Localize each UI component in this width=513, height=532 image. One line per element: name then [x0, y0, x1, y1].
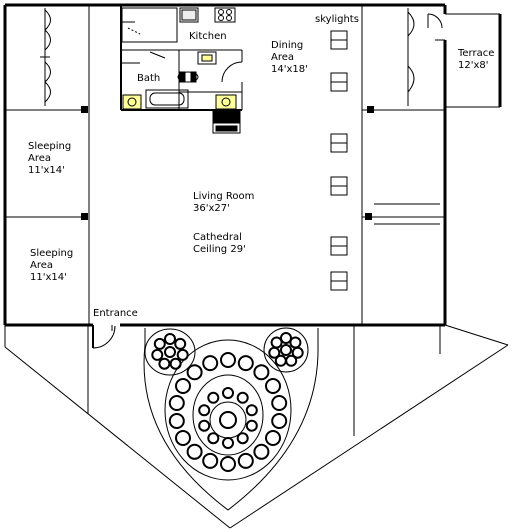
planting-cluster-left [151, 333, 189, 370]
planter-circle [291, 346, 304, 359]
dining-area-label: Dining Area 14'x18' [271, 40, 308, 75]
planter-circle [220, 352, 236, 368]
entrance-label: Entrance [93, 308, 138, 319]
terrace-label: Terrace 12'x8' [458, 48, 495, 71]
planter-circle [198, 419, 211, 432]
planter-circle [207, 432, 220, 445]
planter-circle [174, 337, 187, 350]
sleeping-area-bottom-label: Sleeping Area 11'x14' [30, 248, 74, 283]
bath-label: Bath [137, 73, 161, 84]
planter-circle [274, 354, 287, 367]
planter-circle [220, 456, 236, 472]
planter-circle [265, 378, 281, 394]
planter-circle [164, 333, 176, 345]
planter-circle [236, 391, 249, 404]
planter-circle [271, 413, 288, 429]
terrace [427, 13, 502, 108]
planter-circle [245, 419, 258, 432]
planter-circle [236, 432, 249, 445]
fireplace [212, 109, 241, 134]
planter-circle [164, 346, 176, 358]
posts [81, 106, 374, 220]
planter-circle [253, 364, 270, 381]
sleeping-area-top-label: Sleeping Area 11'x14' [28, 141, 72, 176]
planter-circle [151, 348, 164, 361]
planter-circle [186, 364, 203, 381]
planter-circle [253, 443, 270, 460]
closet-doors [40, 8, 445, 106]
planter-circle [265, 430, 281, 446]
cathedral-ceiling-label: Cathedral Ceiling 29' [193, 232, 246, 255]
planter-circle [285, 354, 298, 367]
kitchen-label: Kitchen [189, 31, 227, 42]
planter-circle [168, 395, 185, 411]
planter-circle [175, 430, 191, 446]
planter-circle [198, 404, 211, 417]
planter-circle [168, 413, 185, 429]
planter-circle [280, 332, 292, 344]
skylights [330, 30, 348, 291]
planter-circle [289, 336, 302, 349]
planter-circle [176, 348, 189, 361]
planter-circle [222, 437, 234, 449]
skylights-label: skylights [315, 14, 359, 25]
planting-ring-inner [198, 387, 258, 449]
planter-circle [271, 395, 288, 411]
planter-circle [202, 452, 219, 469]
planter-circle [245, 404, 258, 417]
kitchen-fixtures [121, 7, 236, 65]
side-doors [374, 203, 440, 225]
planter-circle [268, 346, 281, 359]
entrance-door [92, 325, 116, 349]
planter-circle [219, 411, 237, 429]
planting-ring-outer [168, 352, 288, 472]
planting-cluster-right [268, 332, 304, 367]
outer-walls [3, 3, 447, 327]
planter-circle [237, 355, 254, 372]
planter-circle [153, 337, 166, 350]
planter-circle [207, 391, 220, 404]
planter-circle [186, 443, 203, 460]
garden [4, 324, 509, 529]
planter-circle [202, 355, 219, 372]
planter-circle [169, 357, 182, 370]
bath-fixtures [122, 61, 243, 110]
planter-circle [280, 344, 292, 356]
planter-circle [237, 452, 254, 469]
planter-circle [222, 387, 234, 399]
planter-circle [175, 378, 191, 394]
living-room-label: Living Room 36'x27' [193, 191, 255, 214]
planter-circle [270, 336, 283, 349]
planter-circle [158, 357, 171, 370]
